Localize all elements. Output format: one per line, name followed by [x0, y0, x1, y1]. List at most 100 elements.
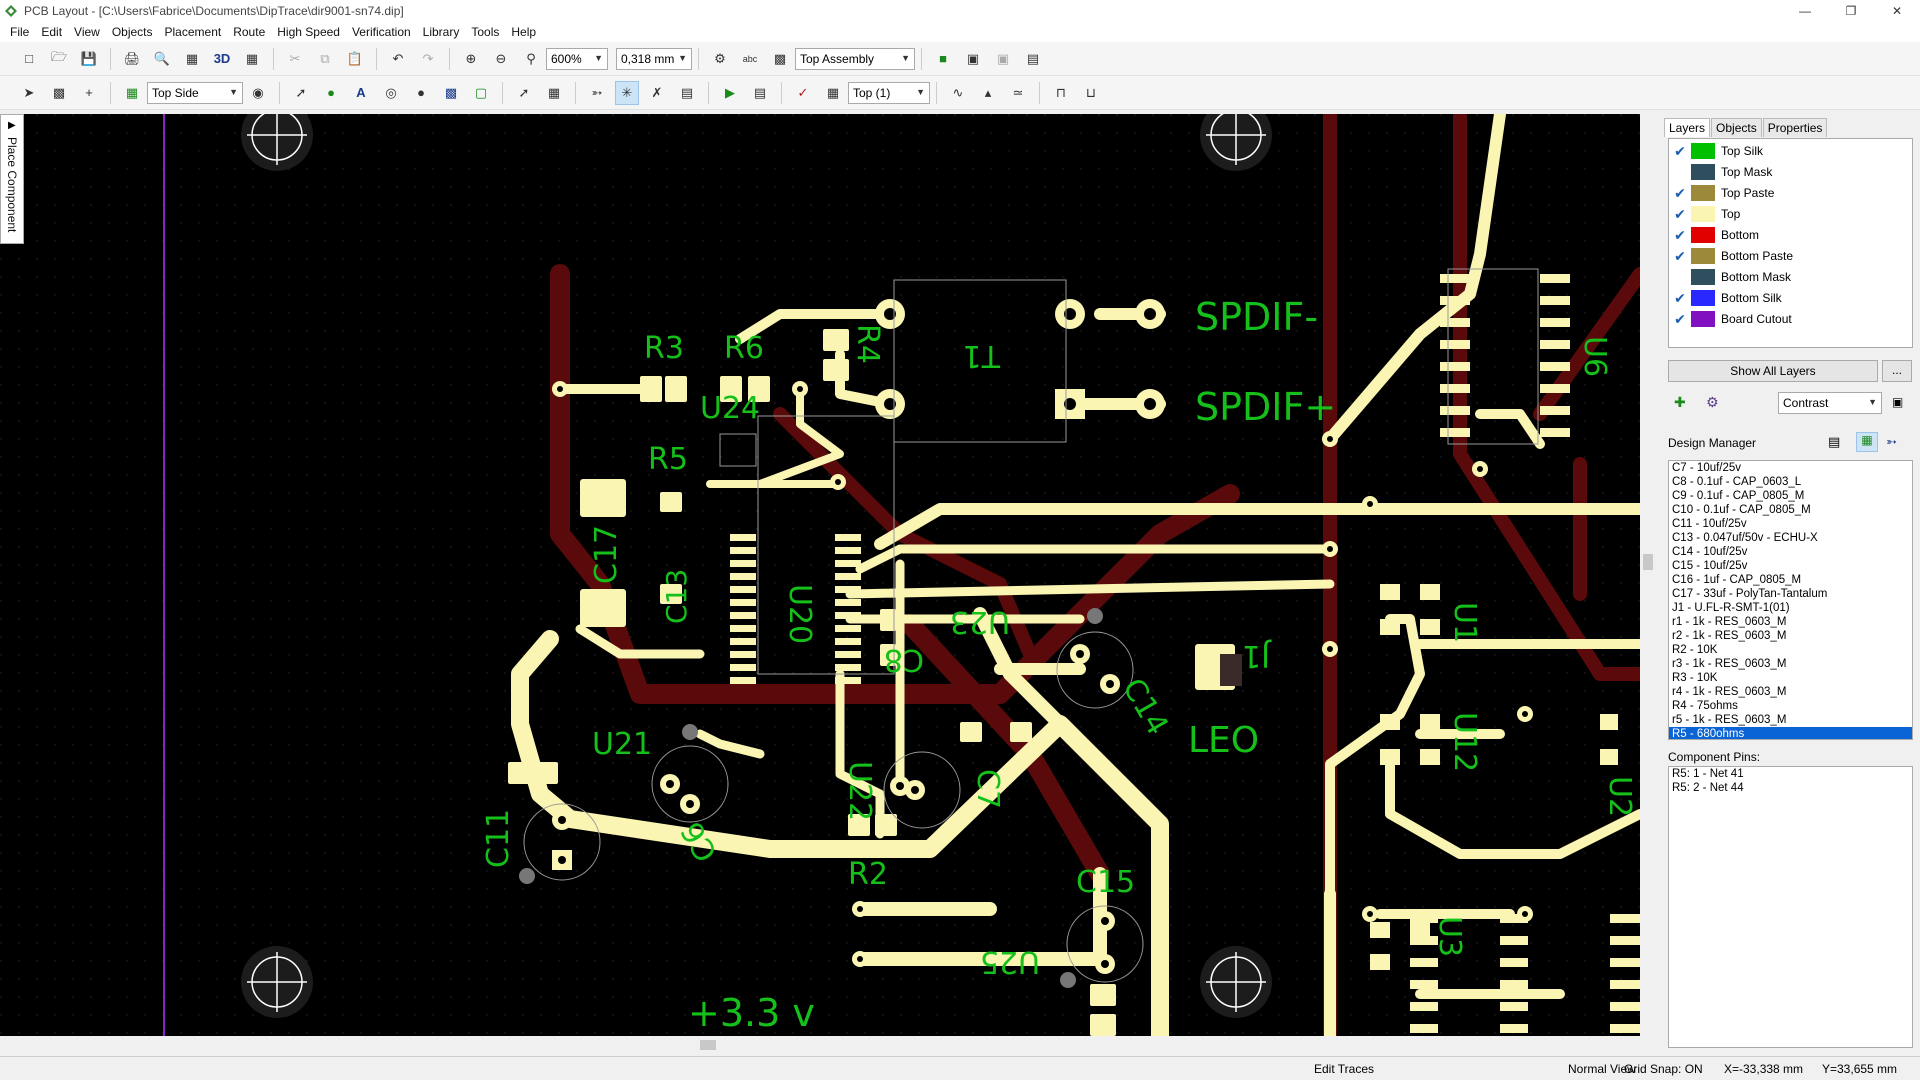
list-item[interactable]: C16 - 1uf - CAP_0805_M: [1672, 574, 1802, 586]
menu-route[interactable]: Route: [233, 25, 266, 39]
horizontal-scroll-thumb[interactable]: [700, 1040, 716, 1050]
text-icon[interactable]: A: [356, 85, 366, 100]
place-component-tab[interactable]: ▶ Place Component: [0, 114, 24, 244]
spell-check-icon[interactable]: abc: [742, 53, 758, 64]
list-item[interactable]: r2 - 1k - RES_0603_M: [1672, 630, 1787, 642]
status-grid-snap[interactable]: Grid Snap: ON: [1624, 1062, 1703, 1076]
check-icon[interactable]: ✔: [1674, 205, 1686, 222]
check-icon[interactable]: ✔: [1674, 310, 1686, 327]
dm-view-icon[interactable]: ▤: [1828, 434, 1841, 449]
list-item[interactable]: C7 - 10uf/25v: [1672, 462, 1742, 474]
dm-nets-icon[interactable]: ➳: [1886, 434, 1897, 449]
side-combo[interactable]: Top Side ▼: [147, 81, 243, 104]
list-item[interactable]: R5: 2 - Net 44: [1672, 782, 1744, 794]
open-folder-icon[interactable]: 🗁: [50, 48, 68, 64]
restore-icon[interactable]: ❐: [1845, 4, 1857, 18]
list-item[interactable]: J1 - U.FL-R-SMT-1(01): [1672, 602, 1790, 614]
cut-icon[interactable]: ✂: [289, 50, 301, 66]
table-icon[interactable]: ▦: [547, 84, 561, 100]
menu-verification[interactable]: Verification: [351, 25, 411, 39]
menu-edit[interactable]: Edit: [41, 25, 63, 39]
hole-icon[interactable]: ●: [417, 85, 425, 100]
stack-icon[interactable]: ▣: [1892, 395, 1904, 409]
tab-layers[interactable]: Layers: [1664, 118, 1711, 137]
export-icon[interactable]: ▤: [1026, 50, 1040, 66]
menu-library[interactable]: Library: [422, 25, 460, 39]
component-pins-list[interactable]: R5: 1 - Net 41 R5: 2 - Net 44: [1668, 766, 1913, 1048]
close-icon[interactable]: ✕: [1891, 4, 1903, 18]
image-icon[interactable]: ▩: [773, 50, 787, 66]
menu-objects[interactable]: Objects: [111, 25, 153, 39]
list-item[interactable]: r4 - 1k - RES_0603_M: [1672, 686, 1787, 698]
menu-view[interactable]: View: [74, 25, 100, 39]
edit-traces-icon[interactable]: ✳: [615, 80, 639, 105]
list-item[interactable]: C11 - 10uf/25v: [1672, 518, 1747, 530]
list-item[interactable]: R3 - 10K: [1672, 672, 1718, 684]
list-item-selected[interactable]: R5 - 680ohms: [1669, 727, 1912, 739]
length-match-icon[interactable]: ∿: [952, 84, 964, 100]
save-icon[interactable]: 💾: [80, 50, 98, 66]
list-item[interactable]: R2 - 10K: [1672, 644, 1718, 656]
net-disconnect-icon[interactable]: ▣: [996, 50, 1010, 66]
menu-help[interactable]: Help: [511, 25, 537, 39]
calculator-icon[interactable]: ▦: [185, 50, 199, 66]
net-connect-icon[interactable]: ▣: [966, 50, 980, 66]
check-icon[interactable]: ✔: [1674, 226, 1686, 243]
impedance-icon[interactable]: ⊔: [1085, 84, 1097, 100]
show-all-layers-button[interactable]: Show All Layers: [1668, 360, 1878, 382]
check-icon[interactable]: ✔: [1674, 184, 1686, 201]
new-file-icon[interactable]: □: [25, 51, 33, 66]
panel-icon[interactable]: ▩: [52, 84, 66, 100]
check-drc-icon[interactable]: ✓: [797, 84, 809, 100]
zoom-fit-icon[interactable]: ⚲: [526, 50, 536, 66]
pcb-drawing[interactable]: R3 R6 R4 T1 SPDIF- SPDIF+ U24 R5 C17 C13…: [0, 114, 1640, 1036]
dm-components-icon[interactable]: ▦: [1856, 432, 1878, 452]
layer-row-bottom-paste[interactable]: ✔ Bottom Paste: [1669, 246, 1909, 266]
redo-icon[interactable]: ↷: [422, 50, 434, 66]
binoculars-icon[interactable]: ◉: [252, 84, 264, 100]
board-outline-icon[interactable]: ▢: [474, 84, 488, 100]
view-mode-combo[interactable]: Top Assembly ▼: [795, 47, 915, 70]
via-icon[interactable]: ●: [327, 85, 335, 100]
check-icon[interactable]: ✔: [1674, 289, 1686, 306]
diff-pair-icon[interactable]: ▴: [984, 84, 992, 100]
layer-row-board-cutout[interactable]: ✔ Board Cutout: [1669, 309, 1909, 329]
drc-icon[interactable]: ■: [939, 51, 947, 66]
tab-objects[interactable]: Objects: [1711, 118, 1762, 137]
pad-icon[interactable]: ◎: [385, 84, 397, 100]
zoom-combo[interactable]: 600% ▼: [546, 47, 608, 70]
list-item[interactable]: C14 - 10uf/25v: [1672, 546, 1748, 558]
paste-icon[interactable]: 📋: [346, 50, 364, 66]
layer-row-top-paste[interactable]: ✔ Top Paste: [1669, 183, 1909, 203]
layer-settings-icon[interactable]: ⚙: [1706, 394, 1719, 410]
print-preview-icon[interactable]: 🔍: [153, 50, 171, 66]
zoom-out-icon[interactable]: ⊖: [495, 50, 507, 66]
tab-properties[interactable]: Properties: [1762, 118, 1828, 137]
list-item[interactable]: C9 - 0.1uf - CAP_0805_M: [1672, 490, 1805, 502]
layer-row-top-silk[interactable]: ✔ Top Silk: [1669, 141, 1909, 161]
layer-row-top-mask[interactable]: Top Mask: [1669, 162, 1909, 182]
pointer-icon[interactable]: ➤: [23, 84, 35, 100]
undo-icon[interactable]: ↶: [392, 50, 404, 66]
list-item[interactable]: r5 - 1k - RES_0603_M: [1672, 714, 1787, 726]
list-item[interactable]: C8 - 0.1uf - CAP_0603_L: [1672, 476, 1802, 488]
layer-combo[interactable]: Top (1) ▼: [848, 81, 930, 104]
crosshair-icon[interactable]: +: [85, 85, 93, 100]
run-autoroute-icon[interactable]: ▶: [725, 84, 735, 100]
copy-icon[interactable]: ⧉: [320, 50, 330, 66]
route-manual-icon[interactable]: ➳: [591, 84, 603, 100]
layer-row-top[interactable]: ✔ Top: [1669, 204, 1909, 224]
check-icon[interactable]: ✔: [1674, 142, 1686, 159]
zoom-in-icon[interactable]: ⊕: [465, 50, 477, 66]
signal-icon[interactable]: ⊓: [1055, 84, 1067, 100]
add-layer-icon[interactable]: ✚: [1674, 394, 1686, 410]
copper-pour-icon[interactable]: ▩: [444, 84, 458, 100]
menu-high-speed[interactable]: High Speed: [277, 25, 340, 39]
route-line-icon[interactable]: ➚: [295, 84, 307, 100]
grid-layout-icon[interactable]: ▦: [245, 50, 259, 66]
list-item[interactable]: r1 - 1k - RES_0603_M: [1672, 616, 1787, 628]
layer-row-bottom-silk[interactable]: ✔ Bottom Silk: [1669, 288, 1909, 308]
print-icon[interactable]: 🖨: [123, 50, 141, 66]
layer-row-bottom[interactable]: ✔ Bottom: [1669, 225, 1909, 245]
menu-file[interactable]: File: [10, 25, 30, 39]
